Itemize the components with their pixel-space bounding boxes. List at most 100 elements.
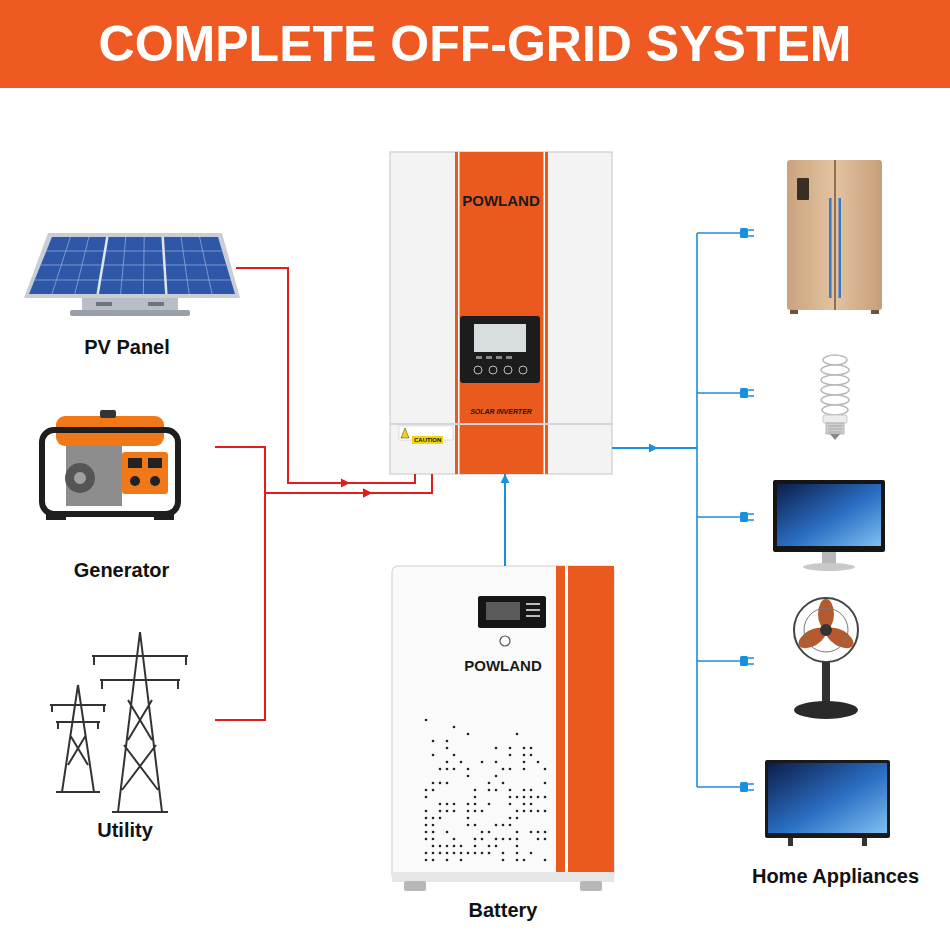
vent-dot [537, 761, 540, 764]
vent-dot [460, 845, 463, 848]
header-band: COMPLETE OFF-GRID SYSTEM [0, 0, 950, 88]
vent-dot [502, 768, 505, 771]
vent-dot [474, 824, 477, 827]
vent-dot [509, 754, 512, 757]
vent-dot [481, 810, 484, 813]
vent-dot [495, 838, 498, 841]
inverter-housing [506, 356, 512, 359]
vent-dot [516, 733, 519, 736]
vent-dot [453, 803, 456, 806]
plug-icon [740, 228, 748, 238]
plug-icon [748, 514, 754, 520]
bulb-illustration [821, 395, 849, 405]
arrow-head [363, 489, 372, 498]
vent-dot [537, 831, 540, 834]
vent-dot [446, 747, 449, 750]
vent-dot [509, 789, 512, 792]
vent-dot [530, 747, 533, 750]
fan-illustration [820, 624, 832, 636]
arrow-head [363, 489, 372, 498]
vent-dot [460, 859, 463, 862]
fridge-illustration [829, 198, 832, 298]
vent-dot [509, 803, 512, 806]
battery-housing [392, 566, 614, 880]
plug-icon [748, 658, 754, 664]
generator-illustration [100, 410, 116, 418]
vent-dot [544, 782, 547, 785]
tv-illustration [862, 838, 867, 846]
inverter-housing [390, 423, 612, 425]
power-line [612, 444, 697, 453]
vent-dot [495, 747, 498, 750]
fridge-illustration [787, 160, 882, 310]
generator-illustration [150, 476, 160, 486]
fan-illustration [794, 701, 858, 719]
vent-dot [523, 761, 526, 764]
vent-dot [460, 761, 463, 764]
plug-icon [748, 390, 754, 396]
inverter-housing [390, 152, 612, 474]
battery-unit: POWLANDBattery [392, 566, 614, 925]
solar-panel-illustration [35, 280, 231, 281]
generator-illustration [130, 476, 140, 486]
solar-panel-illustration [163, 237, 167, 294]
vent-dot [530, 789, 533, 792]
vent-dot [439, 817, 442, 820]
plug-icon [740, 782, 748, 792]
vent-dot [516, 796, 519, 799]
fridge-illustration [871, 310, 879, 314]
solar-panel-illustration [24, 233, 240, 298]
bulb-illustration [821, 355, 849, 440]
vent-dot [446, 803, 449, 806]
vent-dot [516, 838, 519, 841]
vent-dot [530, 831, 533, 834]
vent-dot [425, 838, 428, 841]
inverter-housing [504, 366, 512, 374]
vent-dot [474, 789, 477, 792]
vent-dot [432, 859, 435, 862]
battery-housing [500, 636, 510, 646]
solar-panel-illustration [98, 237, 167, 294]
vent-dot [474, 845, 477, 848]
utility-node: Utility [35, 625, 215, 845]
vent-dots [425, 719, 547, 862]
vent-dot [432, 754, 435, 757]
node-label: POWLAND [464, 657, 542, 675]
monitor-illustration [777, 484, 881, 546]
fridge-illustration [797, 178, 809, 200]
vent-dot [425, 789, 428, 792]
inverter-housing [455, 152, 548, 474]
vent-dot [453, 768, 456, 771]
generator-illustration [66, 446, 122, 506]
pylon-illustration [92, 632, 188, 812]
vent-dot [453, 852, 456, 855]
bulb-illustration [830, 434, 840, 440]
solar-panel-illustration [41, 265, 227, 266]
vent-dot [544, 831, 547, 834]
vent-dot [481, 761, 484, 764]
fridge-illustration [834, 160, 836, 310]
battery-housing [556, 566, 614, 880]
plug-icon [740, 656, 748, 666]
pylon-illustration [50, 632, 188, 812]
vent-dot [425, 817, 428, 820]
solar-panel-illustration [35, 237, 231, 294]
solar-panel-illustration [96, 302, 112, 306]
bulb-illustration [821, 355, 849, 415]
vent-dot [460, 852, 463, 855]
vent-dot [488, 852, 491, 855]
battery-housing [580, 881, 602, 891]
fridge-illustration [787, 160, 882, 314]
generator-illustration [74, 472, 86, 484]
vent-dot [439, 803, 442, 806]
vent-dot [495, 761, 498, 764]
vent-dot [446, 831, 449, 834]
vent-dot [516, 859, 519, 862]
vent-dot [537, 810, 540, 813]
vent-dot [516, 852, 519, 855]
vent-dot [516, 817, 519, 820]
vent-dot [509, 817, 512, 820]
arrow-head [341, 479, 350, 488]
solar-panel-illustration [148, 302, 164, 306]
power-line [215, 447, 432, 498]
